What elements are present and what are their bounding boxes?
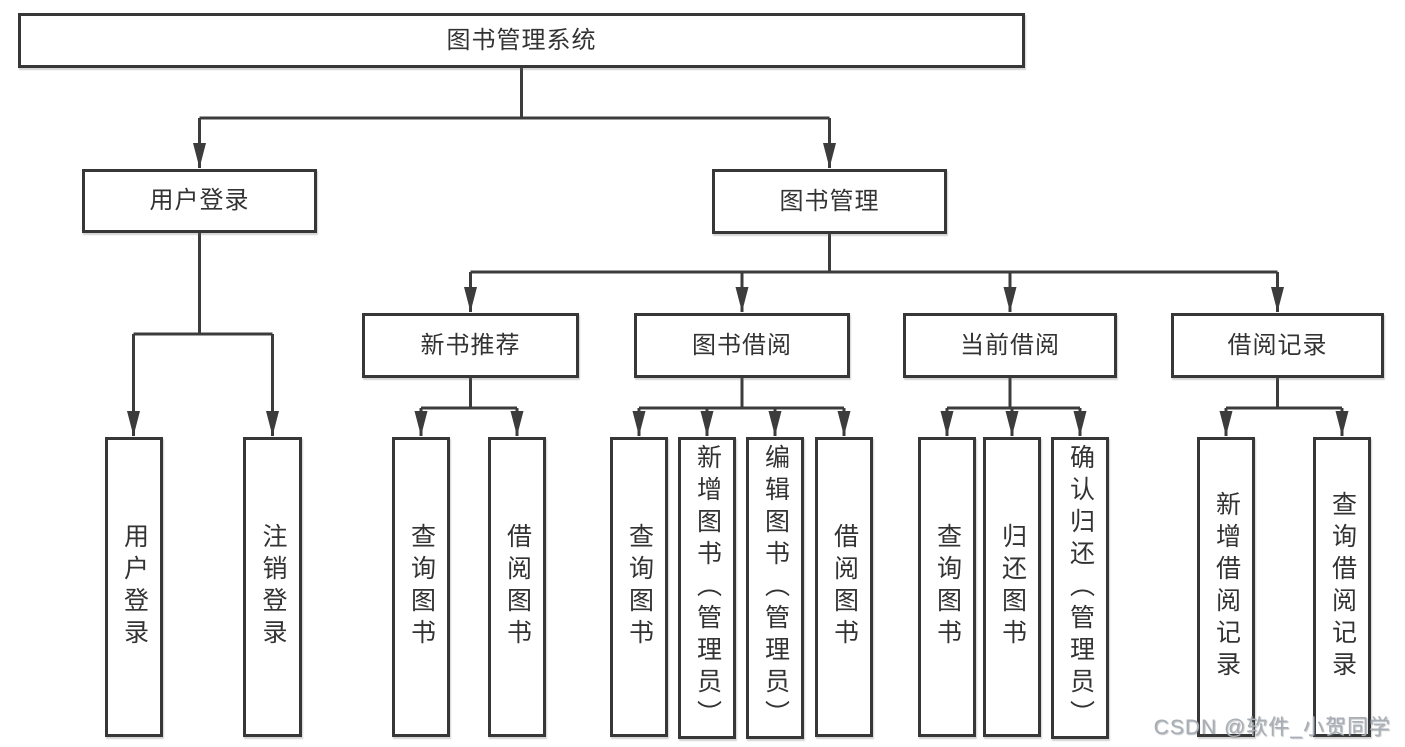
leaf-return-books: 归还图书	[983, 437, 1041, 737]
node-book-management: 图书管理	[712, 169, 947, 234]
node-current-borrowing: 当前借阅	[903, 313, 1117, 378]
leaf-query-books-recommend: 查询图书	[392, 437, 450, 737]
node-new-book-recommendation: 新书推荐	[362, 313, 579, 378]
leaf-logout: 注销登录	[243, 437, 302, 737]
leaf-borrow-books-recommend: 借阅图书	[488, 437, 546, 737]
leaf-add-borrow-record: 新增借阅记录	[1197, 437, 1255, 737]
leaf-add-books-admin: 新增图书（管理员）	[678, 437, 736, 739]
leaf-query-books-borrowing: 查询图书	[610, 437, 668, 737]
leaf-user-login: 用户登录	[105, 437, 163, 737]
csdn-watermark: CSDN @软件_小贺同学	[1153, 716, 1391, 739]
leaf-edit-books-admin: 编辑图书（管理员）	[746, 437, 804, 739]
leaf-confirm-return-admin: 确认归还（管理员）	[1051, 437, 1109, 739]
leaf-query-books-current: 查询图书	[918, 437, 976, 737]
leaf-borrow-books-borrowing: 借阅图书	[815, 437, 873, 737]
node-user-login: 用户登录	[82, 169, 317, 233]
node-book-borrowing: 图书借阅	[634, 313, 850, 378]
leaf-query-borrow-record: 查询借阅记录	[1313, 437, 1371, 737]
node-library-management-system: 图书管理系统	[18, 13, 1025, 68]
node-borrowing-records: 借阅记录	[1171, 313, 1384, 378]
